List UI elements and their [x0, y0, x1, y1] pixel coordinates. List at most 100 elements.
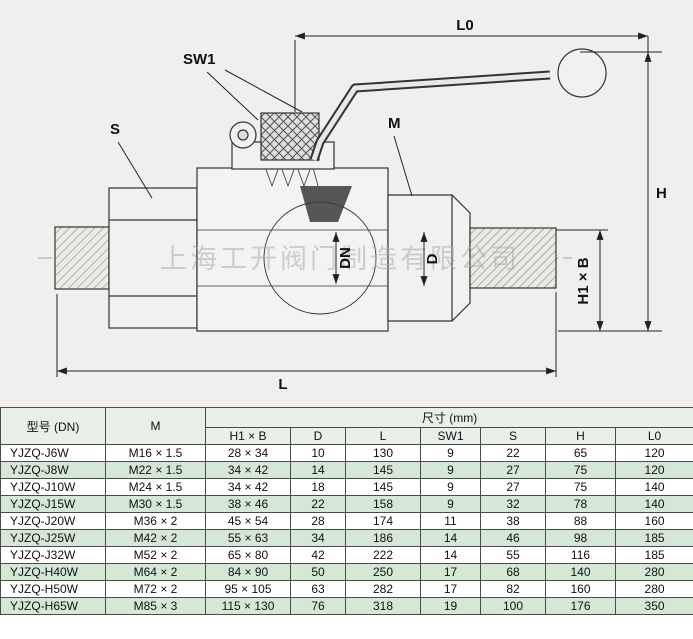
handle-ball-end	[557, 48, 607, 98]
table-cell: 32	[480, 495, 546, 513]
valve-main-body	[196, 167, 389, 332]
table-cell: 82	[480, 580, 546, 598]
table-cell: YJZQ-J15W	[0, 495, 106, 513]
table-cell: 280	[614, 580, 693, 598]
table-cell: 28 × 34	[205, 444, 291, 462]
table-cell: 50	[290, 563, 346, 581]
table-cell: M64 × 2	[105, 563, 206, 581]
col-header: L0	[614, 427, 693, 445]
leader-s	[117, 141, 153, 199]
table-cell: 140	[614, 478, 693, 496]
table-cell: 130	[345, 444, 421, 462]
table-cell: 176	[545, 597, 616, 615]
col-header-size-group: 尺寸 (mm)	[204, 407, 693, 428]
table-cell: 17	[420, 580, 481, 598]
seal-wedge	[300, 186, 352, 222]
table-cell: 222	[345, 546, 421, 564]
table-cell: 65	[545, 444, 616, 462]
col-header: S	[480, 427, 546, 445]
dim-label-dn: DN	[337, 247, 354, 269]
table-cell: 9	[420, 461, 481, 479]
table-cell: 88	[545, 512, 616, 530]
dimension-lines	[56, 32, 662, 377]
table-cell: 98	[545, 529, 616, 547]
leader-m	[393, 135, 413, 197]
table-cell: 186	[345, 529, 421, 547]
col-header: L	[345, 427, 421, 445]
table-cell: 45 × 54	[205, 512, 291, 530]
table-cell: YJZQ-H65W	[0, 597, 106, 615]
table-cell: 158	[345, 495, 421, 513]
left-threaded-stud	[54, 226, 110, 290]
table-cell: 14	[420, 546, 481, 564]
col-header-model: 型号 (DN)	[0, 407, 106, 445]
table-cell: 11	[420, 512, 481, 530]
table-cell: 38	[480, 512, 546, 530]
table-cell: M16 × 1.5	[105, 444, 206, 462]
table-cell: 140	[545, 563, 616, 581]
table-cell: 14	[420, 529, 481, 547]
table-cell: 9	[420, 444, 481, 462]
col-header: H1 × B	[205, 427, 291, 445]
table-cell: M42 × 2	[105, 529, 206, 547]
table-cell: 78	[545, 495, 616, 513]
table-cell: YJZQ-J10W	[0, 478, 106, 496]
table-cell: 120	[614, 461, 693, 479]
valve-body-group	[54, 48, 607, 332]
table-cell: M30 × 1.5	[105, 495, 206, 513]
table-cell: 68	[480, 563, 546, 581]
table-cell: 100	[480, 597, 546, 615]
table-cell: 95 × 105	[205, 580, 291, 598]
left-hex-nut	[108, 187, 198, 329]
dim-label-m: M	[388, 115, 401, 132]
table-cell: 160	[545, 580, 616, 598]
table-cell: 46	[480, 529, 546, 547]
table-cell: 17	[420, 563, 481, 581]
table-cell: 28	[290, 512, 346, 530]
table-cell: YJZQ-J6W	[0, 444, 106, 462]
table-cell: 10	[290, 444, 346, 462]
col-header: SW1	[420, 427, 481, 445]
table-cell: 145	[345, 461, 421, 479]
table-cell: 34 × 42	[205, 461, 291, 479]
table-cell: M72 × 2	[105, 580, 206, 598]
table-cell: 140	[614, 495, 693, 513]
valve-drawing-svg: 上海工开阀门制造有限公司 L0 SW1 S M DN D H1 × B	[38, 17, 667, 393]
table-cell: 174	[345, 512, 421, 530]
col-header: D	[290, 427, 346, 445]
table-cell: YJZQ-J25W	[0, 529, 106, 547]
dim-label-h: H	[656, 185, 667, 202]
dim-label-s: S	[110, 121, 120, 138]
dimension-labels: L0 SW1 S M DN D H1 × B H L	[110, 17, 667, 393]
table-cell: YJZQ-J20W	[0, 512, 106, 530]
handle-lever	[309, 70, 551, 162]
table-cell: 75	[545, 461, 616, 479]
col-header: H	[545, 427, 616, 445]
table-cell: 34	[290, 529, 346, 547]
dim-label-h1b: H1 × B	[575, 257, 592, 304]
stop-bolt-center	[237, 129, 249, 141]
table-cell: 42	[290, 546, 346, 564]
table-cell: 116	[545, 546, 616, 564]
table-cell: 120	[614, 444, 693, 462]
table-cell: 9	[420, 478, 481, 496]
table-cell: 282	[345, 580, 421, 598]
table-cell: M22 × 1.5	[105, 461, 206, 479]
packing-nut	[260, 112, 320, 161]
table-cell: 38 × 46	[205, 495, 291, 513]
table-cell: 18	[290, 478, 346, 496]
table-cell: 22	[290, 495, 346, 513]
table-cell: 280	[614, 563, 693, 581]
dim-label-sw1: SW1	[183, 51, 216, 68]
table-cell: 19	[420, 597, 481, 615]
table-cell: M24 × 1.5	[105, 478, 206, 496]
